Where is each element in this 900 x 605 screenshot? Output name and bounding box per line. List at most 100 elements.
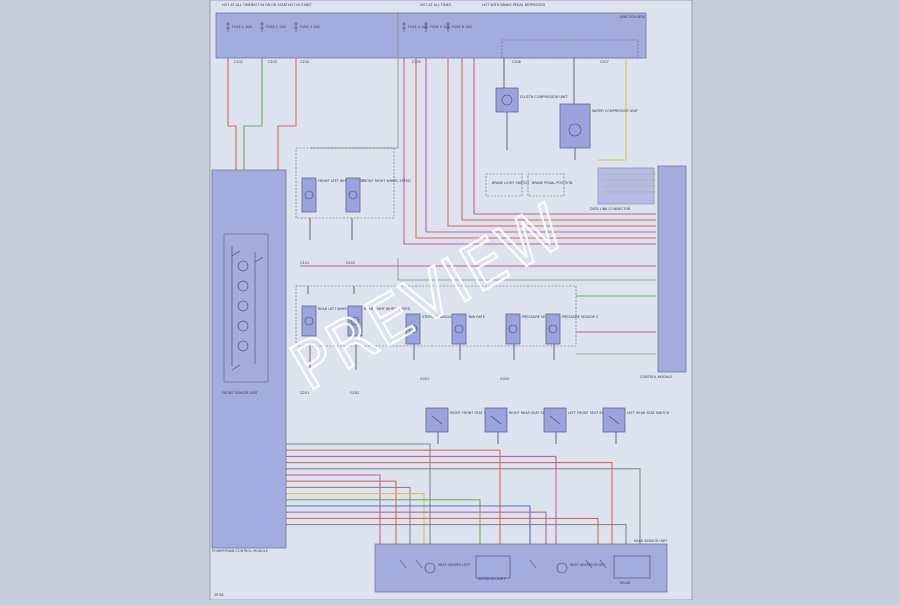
ground-label-3: G201 bbox=[300, 391, 309, 395]
water-compressor-unit bbox=[559, 103, 591, 149]
water-compressor-symbol bbox=[568, 123, 582, 137]
sensors2-sensor-symbol-1 bbox=[304, 316, 314, 326]
switch-label-4: LEFT REAR SEAT SWITCH bbox=[627, 411, 670, 415]
brake-light-switch-label: BRAKE LIGHT SWITCH bbox=[492, 181, 529, 185]
sensors2-sensor-symbol-4 bbox=[454, 324, 464, 334]
junction-box-inner bbox=[501, 39, 639, 59]
ground-label-1: G101 bbox=[300, 261, 309, 265]
wire-bottom-harness-5 bbox=[286, 468, 641, 544]
fuse-6 bbox=[446, 22, 450, 32]
lamp-5 bbox=[237, 340, 249, 352]
bottom-module-label: REAR SENSOR UNIT bbox=[634, 539, 668, 543]
clutch-compressor-label: CLUTCH COMPRESSOR UNIT bbox=[520, 95, 568, 99]
connector-label-1: C202 bbox=[234, 60, 243, 64]
top-label-2: HOT IN ON OR START bbox=[252, 3, 289, 7]
bottom-relay-2 bbox=[613, 555, 651, 579]
top-label-4: HOT AT ALL TIMES bbox=[420, 3, 451, 7]
lamp-4 bbox=[237, 320, 249, 332]
sensors1-sensor-label-1: FRONT LEFT WHEEL SPEED bbox=[318, 179, 364, 183]
ground-label-2: G102 bbox=[346, 261, 355, 265]
top-labels: HOT AT ALL TIMES HOT IN ON OR START HOT … bbox=[222, 3, 545, 7]
sensor-row1-enclosure bbox=[295, 147, 395, 219]
bottom-switches bbox=[399, 559, 607, 569]
sensors2-sensor-symbol-6 bbox=[548, 324, 558, 334]
fuse-2 bbox=[260, 22, 264, 32]
ground-label-5: G301 bbox=[420, 377, 429, 381]
ground-labels: G101 G102 G201 G202 G301 G302 bbox=[300, 261, 509, 395]
left-module-label: FRONT SENSOR UNIT bbox=[222, 391, 259, 395]
ground-label-6: G302 bbox=[500, 377, 509, 381]
wire-bottom-harness-7 bbox=[286, 480, 397, 544]
sensors1-sensor-1 bbox=[301, 177, 317, 213]
sensors1-sensor-symbol-1 bbox=[304, 190, 314, 200]
wire-harness-2 bbox=[397, 258, 656, 281]
junction-box-label: JUNCTION BOX bbox=[619, 15, 645, 19]
wire-feed-1 bbox=[227, 58, 237, 170]
sensor-row2-enclosure bbox=[295, 285, 577, 347]
fuse-4 bbox=[402, 22, 406, 32]
data-link-connector-label: DATA LINK CONNECTOR bbox=[590, 207, 631, 211]
sensors2-sensor-label-2: REAR RIGHT WHEEL SPEED bbox=[364, 307, 411, 311]
fuse-label-6: FUSE 6 15A bbox=[452, 25, 472, 29]
wire-bottom-harness-13 bbox=[286, 517, 599, 544]
wire-bottom-harness-4 bbox=[286, 462, 613, 544]
fuse-label-3: FUSE 3 10A bbox=[300, 25, 320, 29]
wire-feed-6 bbox=[425, 58, 656, 233]
top-label-1: HOT AT ALL TIMES bbox=[222, 3, 253, 7]
fuse-3 bbox=[294, 22, 298, 32]
fuse-label-4: FUSE 4 10A bbox=[408, 25, 428, 29]
fuse-label-5: FUSE 5 10A bbox=[430, 25, 450, 29]
fuse-label-1: FUSE 1 10A bbox=[232, 25, 252, 29]
bottom-module bbox=[374, 543, 668, 593]
right-module-label: CONTROL MODULE bbox=[640, 375, 672, 379]
wire-sensor1-drops bbox=[309, 218, 353, 240]
wire-feed-8 bbox=[461, 58, 656, 221]
sensors2-sensor-3 bbox=[405, 313, 421, 345]
left-module bbox=[211, 169, 287, 549]
top-label-3: HOT IN START bbox=[288, 3, 312, 7]
sensors2-sensor-label-4: YAW RATE bbox=[468, 315, 485, 319]
sensors2-sensor-4 bbox=[451, 313, 467, 345]
lamp-1 bbox=[237, 260, 249, 272]
wire-feed-5 bbox=[415, 58, 656, 239]
connector-label-6: C207 bbox=[600, 60, 609, 64]
connector-label-5: C206 bbox=[512, 60, 521, 64]
bottom-module-item-3: SEAT HEATER RIGHT bbox=[570, 563, 605, 567]
top-label-5: HOT WITH BRAKE PEDAL DEPRESSED bbox=[482, 3, 545, 7]
wire-feed-9 bbox=[473, 58, 656, 215]
switch-symbol-1 bbox=[431, 415, 443, 425]
switch-symbol-4 bbox=[608, 415, 620, 425]
clutch-compressor-symbol bbox=[501, 94, 513, 106]
sensors1-sensor-label-2: FRONT RIGHT WHEEL SPEED bbox=[362, 179, 411, 183]
junction-box bbox=[215, 12, 647, 59]
switch-label-3: LEFT FRONT SEAT SWITCH bbox=[568, 411, 613, 415]
switch-label-1: RIGHT FRONT SEAT SWITCH bbox=[450, 411, 498, 415]
sensors2-sensor-label-3: STEERING ANGLE bbox=[422, 315, 452, 319]
fuse-1 bbox=[226, 22, 230, 32]
sensors2-sensor-label-6: PRESSURE SENSOR 2 bbox=[562, 315, 598, 319]
bottom-module-item-1: SEAT HEATER LEFT bbox=[438, 563, 471, 567]
left-module-inner bbox=[223, 233, 269, 383]
wire-bottom-harness-12 bbox=[286, 511, 547, 544]
bottom-module-symbols bbox=[399, 555, 651, 579]
sensors2-sensor-5 bbox=[505, 313, 521, 345]
fuses bbox=[226, 22, 450, 32]
sensors1-sensor-symbol-2 bbox=[348, 190, 358, 200]
water-compressor-label: WATER COMPRESSOR UNIT bbox=[592, 109, 639, 113]
wire-bottom-harness-1 bbox=[286, 443, 431, 544]
clutch-compressor-unit bbox=[495, 87, 519, 113]
sensors2-sensor-2 bbox=[347, 305, 363, 337]
sensors2-sensor-1 bbox=[301, 305, 317, 337]
bottom-module-item-2: INTERIOR LIGHT bbox=[478, 577, 506, 581]
bottom-module-item-4: RELAY bbox=[620, 581, 632, 585]
lamp-3 bbox=[237, 300, 249, 312]
wire-bottom-harness-10 bbox=[286, 499, 481, 544]
wire-feed-2 bbox=[243, 58, 263, 170]
wire-bottom-harness-6 bbox=[286, 474, 381, 544]
sensors2-sensor-symbol-2 bbox=[350, 316, 360, 326]
wire-feed-3 bbox=[277, 58, 297, 170]
brake-pedal-position-label: BRAKE PEDAL POSITION bbox=[532, 181, 573, 185]
